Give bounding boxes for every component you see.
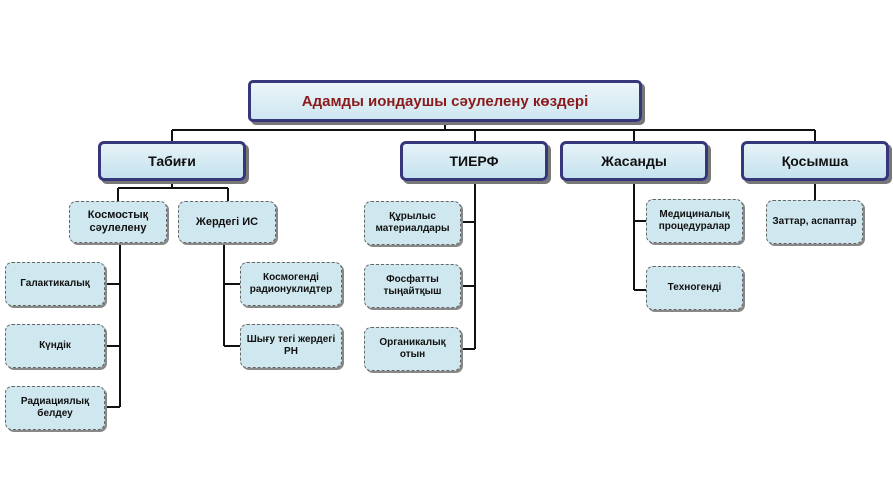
solar-box: Күндік [5,324,105,368]
medical-procedures-box: Медициналық процедуралар [646,199,743,243]
category-tierf: ТИЕРФ [400,141,548,181]
earth-sources-box: Жердегі ИС [178,201,276,243]
items-devices-box: Заттар, аспаптар [766,200,863,244]
terrestrial-origin-box: Шығу тегі жердегі РН [240,324,342,368]
building-materials-box: Құрылыс материалдары [364,201,461,245]
cosmic-radiation-box: Космостық сәулелену [69,201,167,243]
category-tabigi: Табиғи [98,141,246,181]
radiation-belt-box: Радиациялық белдеу [5,386,105,430]
phosphate-fertilizer-box: Фосфатты тыңайтқыш [364,264,461,308]
category-zhasandy: Жасанды [560,141,708,181]
cosmogenic-radionuclides-box: Космогенді радионуклидтер [240,262,342,306]
organic-fuel-box: Органикалық отын [364,327,461,371]
galactic-box: Галактикалық [5,262,105,306]
category-kosymsha: Қосымша [741,141,889,181]
root-title-box: Адамды иондаушы сәулелену көздері [248,80,642,122]
technogenic-box: Техногенді [646,266,743,310]
